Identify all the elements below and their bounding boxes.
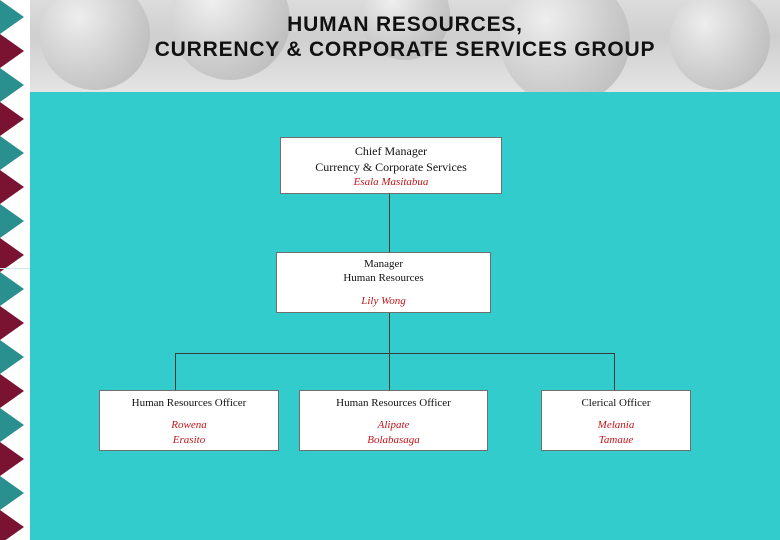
connector-to-staff-2 [389,353,390,390]
chief-name: Esala Masitabua [353,176,429,188]
staff-1-name-first: Rowena [171,419,207,431]
connector-to-staff-1 [175,353,176,390]
org-box-chief-manager: Chief Manager Currency & Corporate Servi… [280,137,502,194]
staff-3-name-first: Melania [597,419,635,431]
manager-name: Lily Wong [361,295,406,307]
connector-manager-bus [389,313,390,353]
strip-triangle [0,272,24,306]
org-box-staff-2: Human Resources Officer Alipate Bolabasa… [299,390,488,451]
connector-to-staff-3 [614,353,615,390]
chief-title-2: Currency & Corporate Services [315,160,467,174]
strip-triangle [0,238,24,272]
strip-triangle [0,340,24,374]
strip-triangle [0,476,24,510]
left-decorative-strip [0,0,30,540]
strip-triangle [0,68,24,102]
coin-image [670,0,770,90]
strip-triangle [0,374,24,408]
manager-title-2: Human Resources [343,272,424,284]
coin-image [40,0,150,90]
title-line-2: CURRENCY & CORPORATE SERVICES GROUP [154,38,656,61]
manager-title-1: Manager [363,258,404,270]
staff-3-name-last: Tamaue [598,434,634,446]
strip-triangle [0,510,24,540]
strip-triangle [0,306,24,340]
connector-horizontal-bus [175,353,615,354]
staff-1-title: Human Resources Officer [131,397,247,409]
title-line-1: HUMAN RESOURCES, [287,13,523,36]
chief-title-1: Chief Manager [354,144,428,158]
staff-2-title: Human Resources Officer [336,397,451,409]
strip-triangle [0,170,24,204]
org-box-manager: Manager Human Resources Lily Wong [276,252,491,313]
strip-triangle [0,408,24,442]
staff-3-title: Clerical Officer [581,397,651,409]
org-box-staff-3: Clerical Officer Melania Tamaue [541,390,691,451]
strip-triangle [0,136,24,170]
connector-chief-manager [389,194,390,252]
staff-2-name-last: Bolabasaga [367,434,420,446]
header-coin-band [30,0,780,92]
org-box-staff-1: Human Resources Officer Rowena Erasito [99,390,279,451]
coin-image [500,0,630,92]
staff-2-name-first: Alipate [377,419,410,431]
strip-triangle [0,204,24,238]
strip-divider [0,268,30,269]
strip-triangle [0,34,24,68]
page-title: HUMAN RESOURCES, CURRENCY & CORPORATE SE… [30,12,780,62]
strip-triangle [0,442,24,476]
strip-triangle [0,102,24,136]
strip-triangle [0,0,24,34]
staff-1-name-last: Erasito [172,434,206,446]
